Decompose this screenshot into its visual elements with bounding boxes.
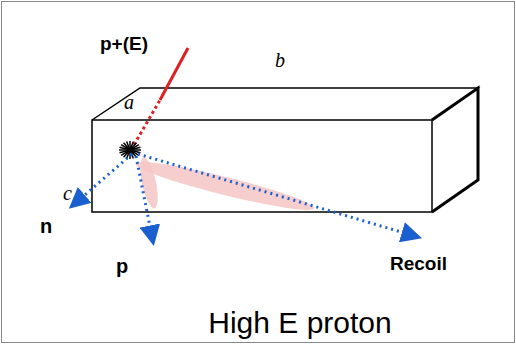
proton-out-track [136,156,153,242]
incoming-proton [160,48,188,100]
dimension-label: c [63,183,72,203]
incoming-proton-inside [131,100,160,150]
particle-label: n [40,216,52,236]
recoil-track [134,155,317,217]
dimension-label: a [124,92,134,112]
particle-label: Recoil [390,254,447,273]
caption: High E proton [208,308,391,338]
recoil-out-track [138,154,418,237]
burst-ray [130,147,140,150]
interaction-burst [119,141,141,159]
beam-label: p+(E) [100,34,148,53]
target-block [92,88,478,212]
burst-ray [127,141,130,150]
dimension-label: b [275,50,285,70]
neutron-track [72,154,132,206]
particle-label: p [116,256,128,276]
burst-ray [120,150,130,153]
proton-track [137,156,162,210]
